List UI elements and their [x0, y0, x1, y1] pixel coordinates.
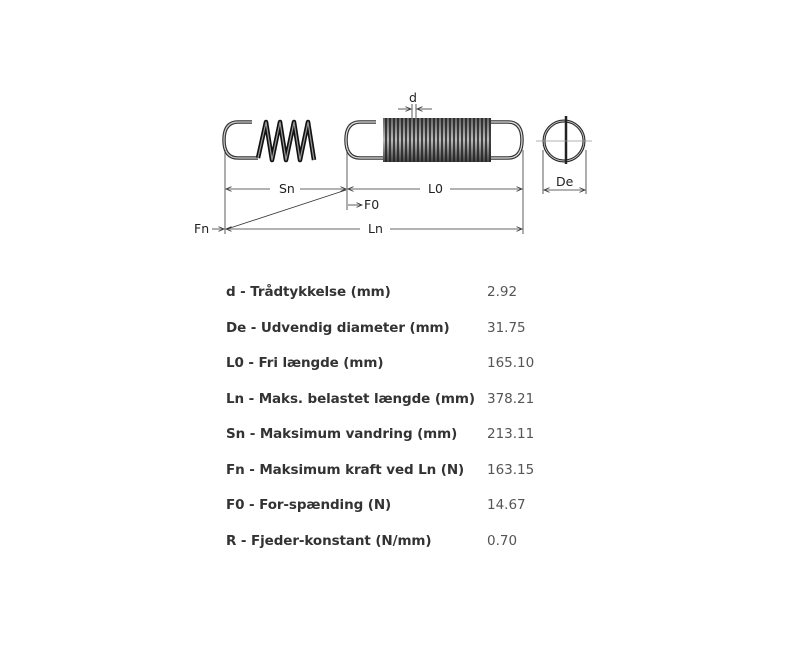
stretched-spring-icon — [222, 119, 317, 163]
spec-row-fn: Fn - Maksimum kraft ved Ln (N) 163.15 — [226, 462, 566, 498]
spec-value: 213.11 — [487, 426, 535, 442]
spec-label: Fn - Maksimum kraft ved Ln (N) — [226, 461, 465, 478]
label-fn: Fn — [194, 221, 210, 236]
spec-row-r: R - Fjeder-konstant (N/mm) 0.70 — [226, 533, 566, 569]
spec-row-de: De - Udvendig diameter (mm) 31.75 — [226, 320, 566, 356]
spec-row-l0: L0 - Fri længde (mm) 165.10 — [226, 355, 566, 391]
spec-value: 165.10 — [487, 355, 535, 371]
label-f0: F0 — [364, 197, 380, 212]
label-d: d — [409, 90, 417, 105]
spec-row-sn: Sn - Maksimum vandring (mm) 213.11 — [226, 426, 566, 462]
spec-row-d: d - Trådtykkelse (mm) 2.92 — [226, 284, 566, 320]
spec-value: 2.92 — [487, 284, 518, 300]
spec-row-ln: Ln - Maks. belastet længde (mm) 378.21 — [226, 391, 566, 427]
label-ln: Ln — [368, 221, 383, 236]
spec-label: Ln - Maks. belastet længde (mm) — [226, 390, 475, 407]
spec-label: L0 - Fri længde (mm) — [226, 355, 384, 371]
spec-label: d - Trådtykkelse (mm) — [226, 284, 391, 300]
spec-value: 14.67 — [487, 497, 526, 513]
spec-row-f0: F0 - For-spænding (N) 14.67 — [226, 497, 566, 533]
spec-value: 163.15 — [487, 461, 535, 478]
free-spring-icon — [344, 104, 524, 162]
spec-table: d - Trådtykkelse (mm) 2.92 De - Udvendig… — [226, 284, 566, 568]
end-view-icon — [536, 116, 592, 194]
spec-value: 378.21 — [487, 390, 535, 407]
dimension-lines — [212, 150, 524, 234]
spec-value: 31.75 — [487, 319, 526, 336]
spring-diagram: d Sn L0 F0 Fn Ln De — [0, 0, 810, 260]
spec-value: 0.70 — [487, 532, 518, 549]
spring-drawing — [212, 104, 592, 234]
spec-label: De - Udvendig diameter (mm) — [226, 319, 450, 336]
label-sn: Sn — [279, 181, 295, 196]
label-de: De — [556, 174, 574, 189]
spec-label: Sn - Maksimum vandring (mm) — [226, 426, 458, 442]
label-l0: L0 — [428, 181, 443, 196]
spec-label: R - Fjeder-konstant (N/mm) — [226, 532, 432, 549]
spec-label: F0 - For-spænding (N) — [226, 497, 392, 513]
